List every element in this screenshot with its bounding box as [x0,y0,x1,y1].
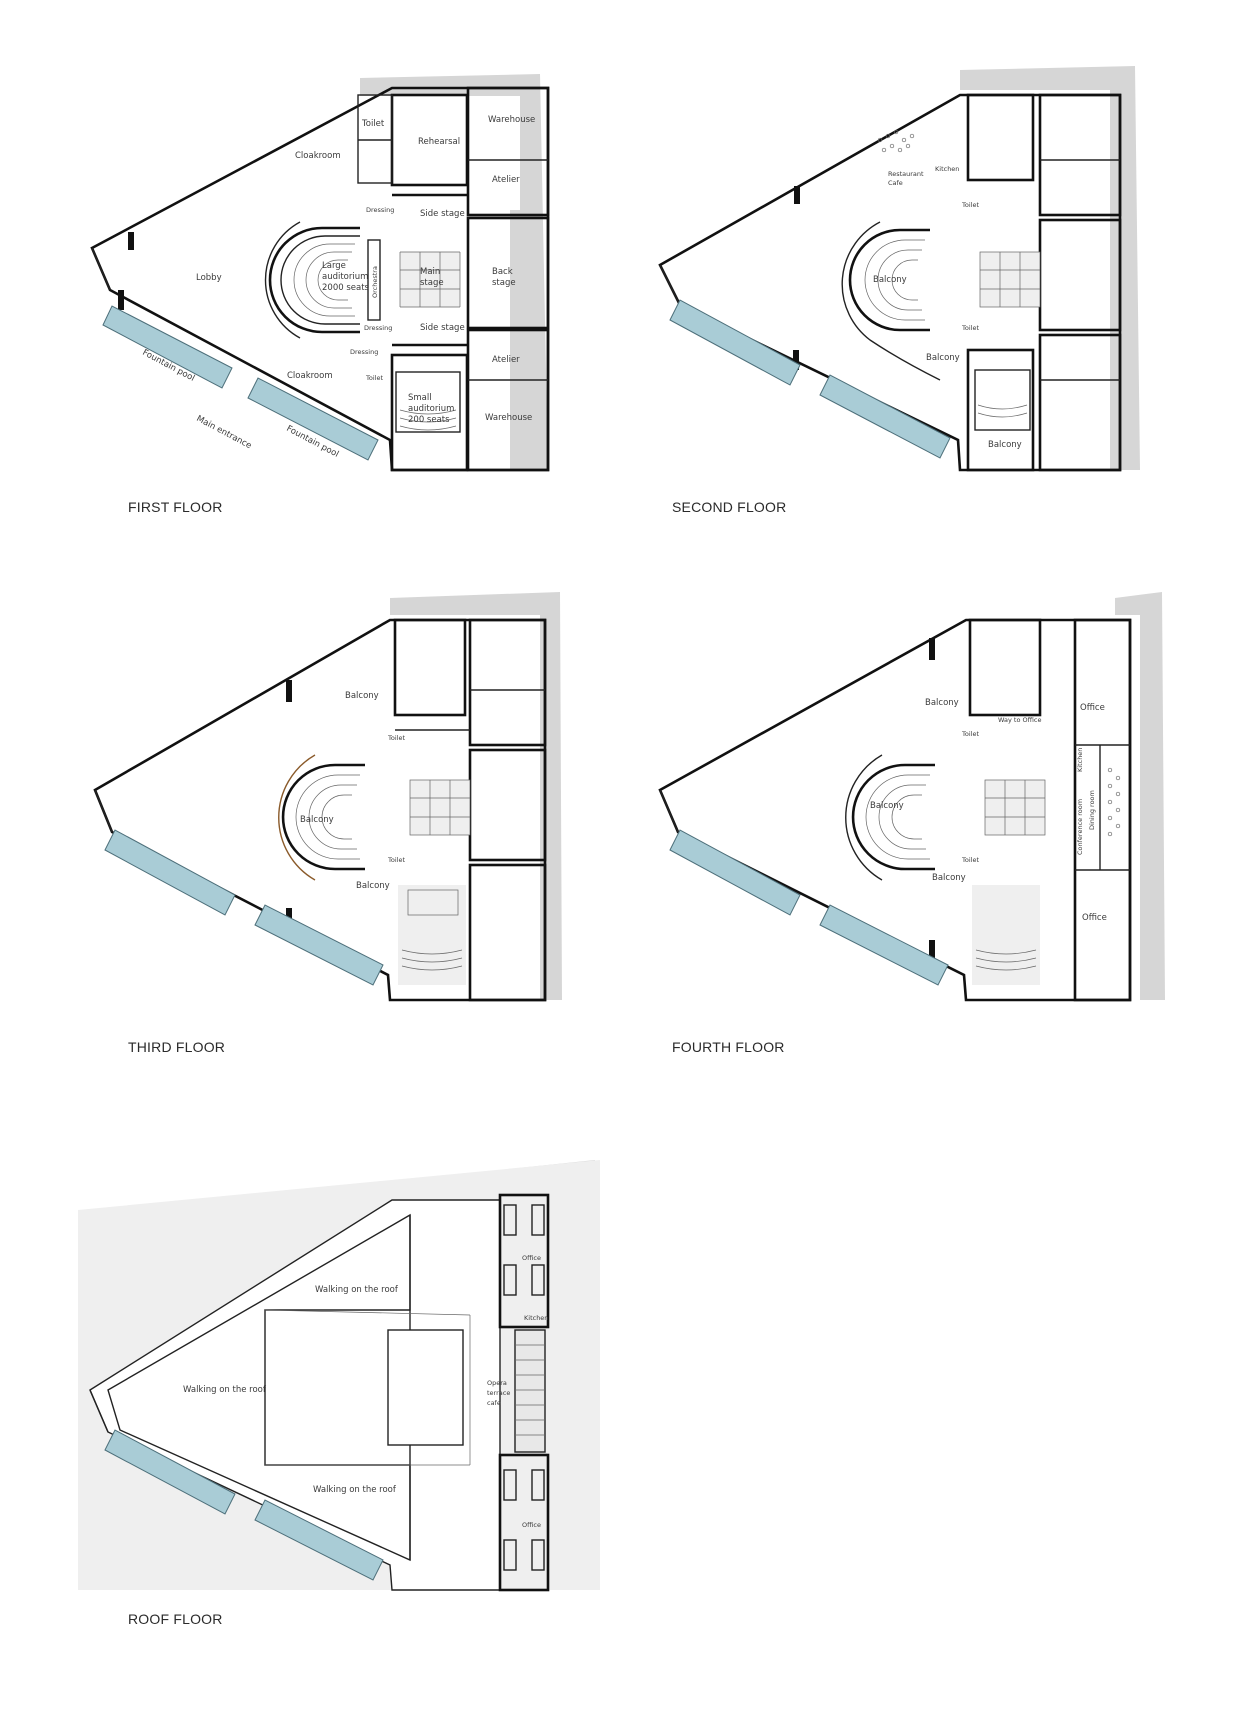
floor-title: FIRST FLOOR [128,499,223,515]
room-label: cafe [487,1399,501,1407]
room-label: Small [408,393,432,403]
room-label: 200 seats [408,415,450,425]
room-label: Balcony [356,881,390,891]
floor-title: SECOND FLOOR [672,499,786,515]
room-label: Opera [487,1379,507,1387]
room-label: Restaurant [888,170,924,178]
fountain-pool-right [247,377,379,461]
room-label: auditorium [322,272,368,282]
room-label: 2000 seats [322,283,370,293]
room-label: Toilet [387,856,405,864]
room-label: Atelier [492,175,520,185]
room-label: Orchestra [371,266,379,298]
room-label: Balcony [300,815,334,825]
room-label: Large [322,261,346,271]
floor-title: FOURTH FLOOR [672,1039,785,1055]
room-label: Lobby [196,273,222,283]
room-label: Kitchen [524,1314,548,1322]
room-label: Kitchen [935,165,959,173]
room-label: Office [1082,913,1107,923]
room-label: Toilet [361,119,385,129]
room-label: Toilet [387,734,405,742]
third-floor-plan: Balcony Toilet Balcony Toilet Balcony TH… [93,592,562,1055]
room-label: Balcony [870,801,904,811]
room-label: stage [420,278,444,288]
room-label: Back [492,267,513,277]
room-label: Balcony [925,698,959,708]
floor-title: THIRD FLOOR [128,1039,225,1055]
room-label: Rehearsal [418,137,460,147]
room-label: Kitchen [1076,748,1084,772]
room-label: Toilet [365,374,383,382]
room-label: Office [1080,703,1105,713]
room-label: Toilet [961,856,979,864]
room-label: Cloakroom [295,151,341,161]
room-label: stage [492,278,516,288]
room-label: Office [522,1254,541,1262]
first-floor-plan: Toilet Rehearsal Warehouse Cloakroom Ate… [90,74,550,515]
room-label: Cafe [888,179,903,187]
room-label: Walking on the roof [183,1385,267,1395]
room-label: Dressing [350,348,378,356]
room-label: Dressing [366,206,394,214]
room-label: Conference room [1076,799,1084,855]
room-label: Dressing [364,324,392,332]
room-label: Side stage [420,323,465,333]
room-label: Balcony [932,873,966,883]
room-label: Balcony [345,691,379,701]
room-label: Way to Office [998,716,1041,724]
floor-title: ROOF FLOOR [128,1611,223,1627]
room-label: Toilet [961,324,979,332]
room-label: Balcony [988,440,1022,450]
room-label: Toilet [961,730,979,738]
room-label: terrace [487,1389,510,1397]
room-label: auditorium [408,404,454,414]
fourth-floor-plan: Balcony Way to Office Office Toilet Kitc… [658,592,1165,1055]
room-label: Main [420,267,440,277]
room-label: Office [522,1521,541,1529]
room-label: Side stage [420,209,465,219]
room-label: Toilet [961,201,979,209]
room-label: Cloakroom [287,371,333,381]
room-label: Walking on the roof [315,1285,399,1295]
room-label: Balcony [926,353,960,363]
room-label: Atelier [492,355,520,365]
room-label: Balcony [873,275,907,285]
room-label: Warehouse [485,413,532,423]
room-label: Warehouse [488,115,535,125]
roof-floor-plan: Office Walking on the roof Kitchen Walki… [78,1160,600,1627]
fountain-pool-left [102,305,233,389]
room-label: Dining room [1088,790,1096,830]
room-label: Walking on the roof [313,1485,397,1495]
second-floor-plan: Restaurant Cafe Kitchen Toilet Balcony T… [658,66,1140,515]
room-label: Main entrance [195,414,253,451]
